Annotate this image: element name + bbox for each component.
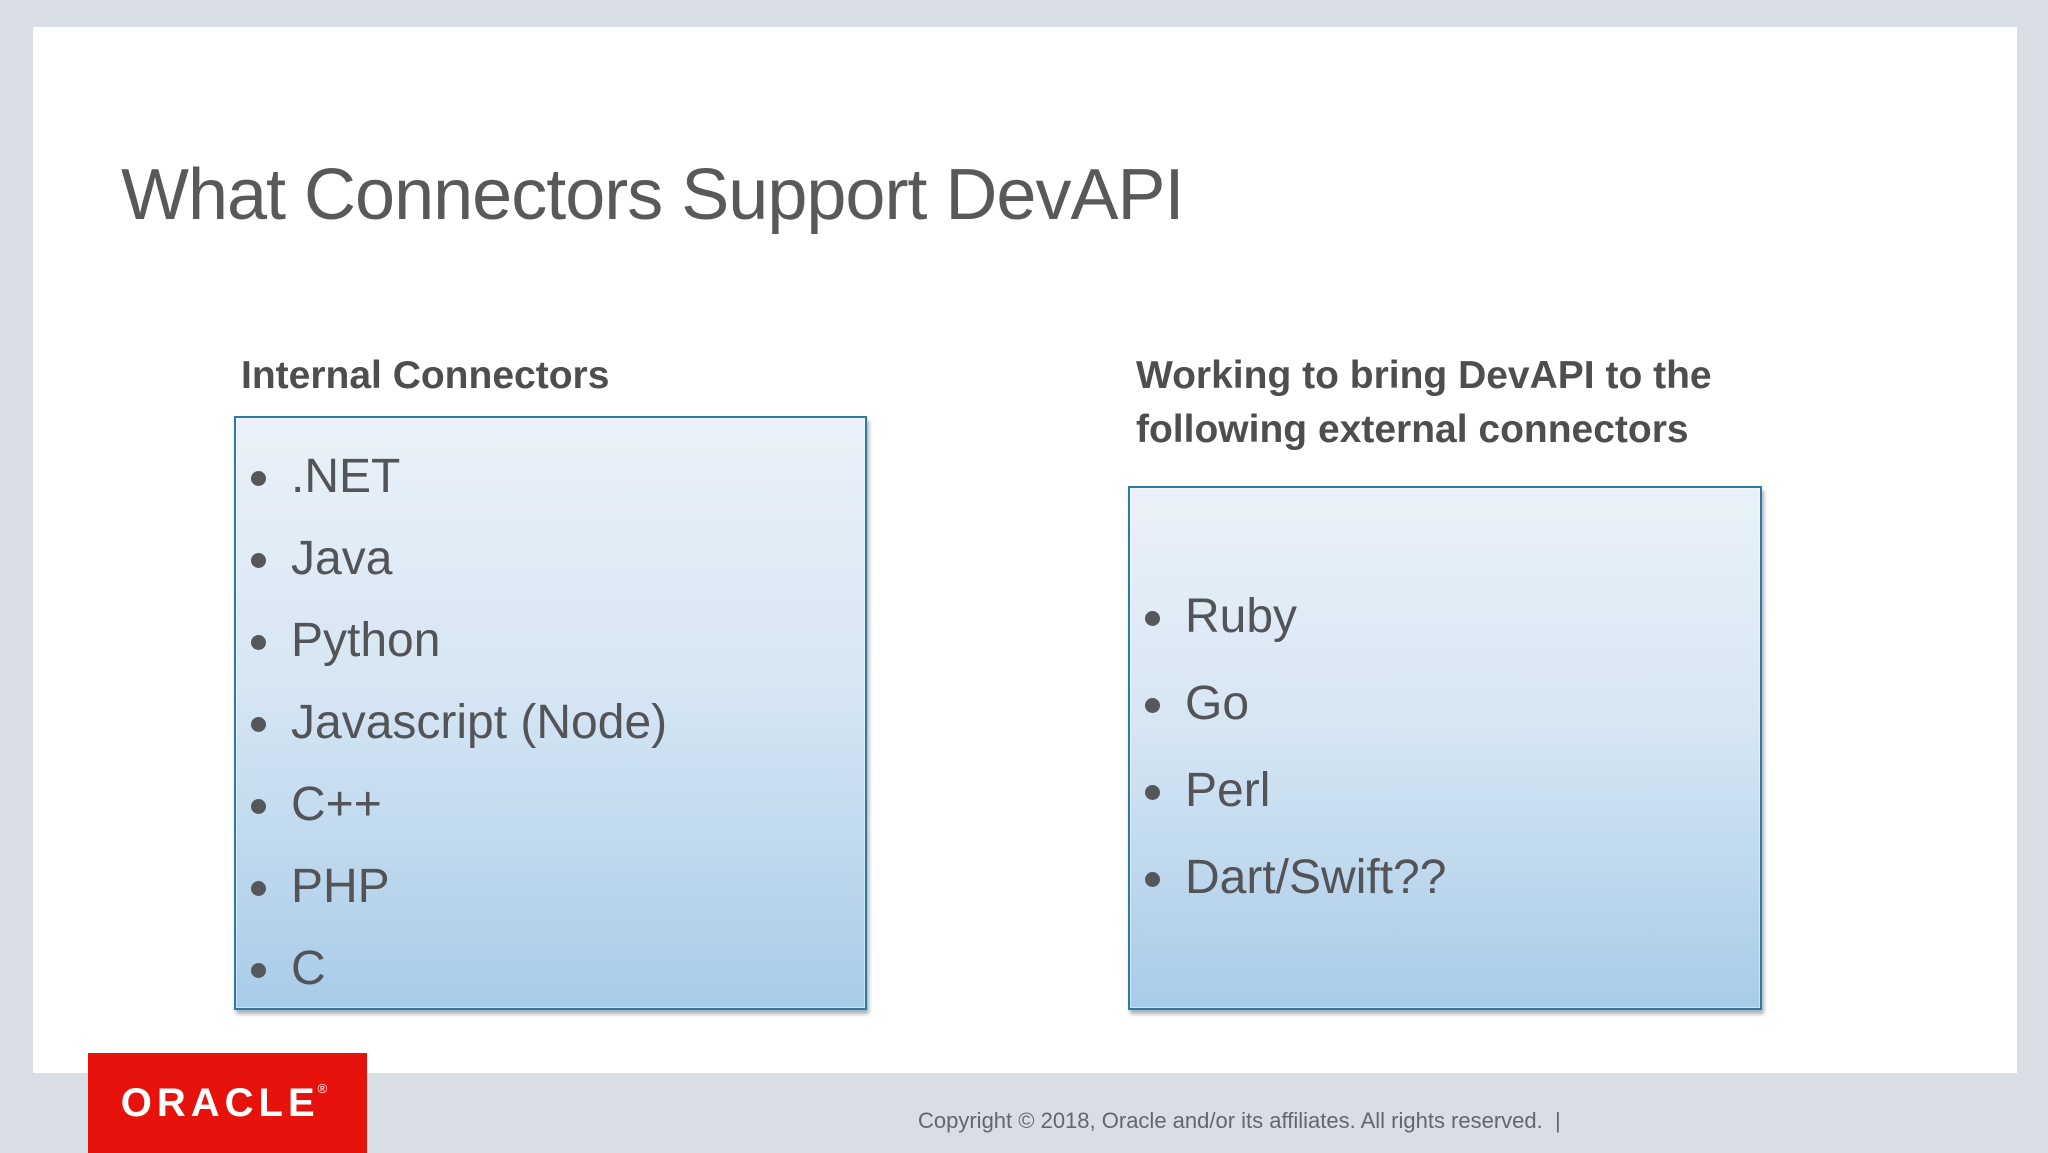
bullet-icon (1145, 872, 1160, 887)
list-item-label: PHP (291, 859, 390, 913)
bullet-icon (251, 552, 266, 568)
internal-connectors-heading: Internal Connectors (241, 354, 610, 397)
list-item-label: Perl (1185, 764, 1271, 817)
registered-trademark-icon: ® (317, 1081, 333, 1096)
bullet-icon (1145, 785, 1160, 800)
bullet-icon (251, 962, 266, 978)
internal-connectors-box: .NET Java Python Javascript (Node) C++ (234, 416, 867, 1010)
list-item-label: Ruby (1185, 590, 1298, 643)
external-connectors-heading: Working to bring DevAPI to the following… (1136, 354, 1712, 451)
list-item: Javascript (Node) (251, 681, 865, 763)
copyright-text: Copyright © 2018, Oracle and/or its affi… (918, 1108, 1561, 1133)
list-item-label: Java (291, 531, 393, 585)
list-item-label: Dart/Swift?? (1185, 851, 1447, 904)
list-item: C++ (251, 763, 865, 845)
list-item-label: Javascript (Node) (291, 695, 668, 749)
bullet-icon (1145, 698, 1160, 713)
list-item: PHP (251, 845, 865, 927)
slide-title: What Connectors Support DevAPI (121, 155, 1185, 235)
list-item-label: C++ (291, 777, 382, 831)
list-item: Dart/Swift?? (1145, 834, 1760, 921)
oracle-logo: ORACLE® (88, 1053, 367, 1153)
list-item-label: C (291, 941, 326, 995)
list-item: Go (1145, 660, 1760, 747)
list-item: Perl (1145, 747, 1760, 834)
internal-connectors-list: .NET Java Python Javascript (Node) C++ (236, 418, 865, 1009)
list-item-label: Go (1185, 677, 1250, 730)
list-item-label: Python (291, 613, 441, 667)
external-connectors-box: Ruby Go Perl Dart/Swift?? (1128, 486, 1762, 1010)
list-item: .NET (251, 435, 865, 517)
list-item: Python (251, 599, 865, 681)
list-item: Java (251, 517, 865, 599)
list-item: Ruby (1145, 573, 1760, 660)
bullet-icon (251, 716, 266, 732)
bullet-icon (251, 798, 266, 814)
list-item-label: .NET (291, 449, 401, 503)
bullet-icon (251, 634, 266, 650)
external-connectors-list: Ruby Go Perl Dart/Swift?? (1130, 488, 1760, 921)
list-item: C (251, 927, 865, 1009)
oracle-logo-text: ORACLE® (120, 1081, 333, 1125)
bullet-icon (1145, 611, 1160, 626)
slide-canvas: What Connectors Support DevAPI Internal … (33, 27, 2017, 1073)
bullet-icon (251, 880, 266, 896)
bullet-icon (251, 470, 266, 486)
